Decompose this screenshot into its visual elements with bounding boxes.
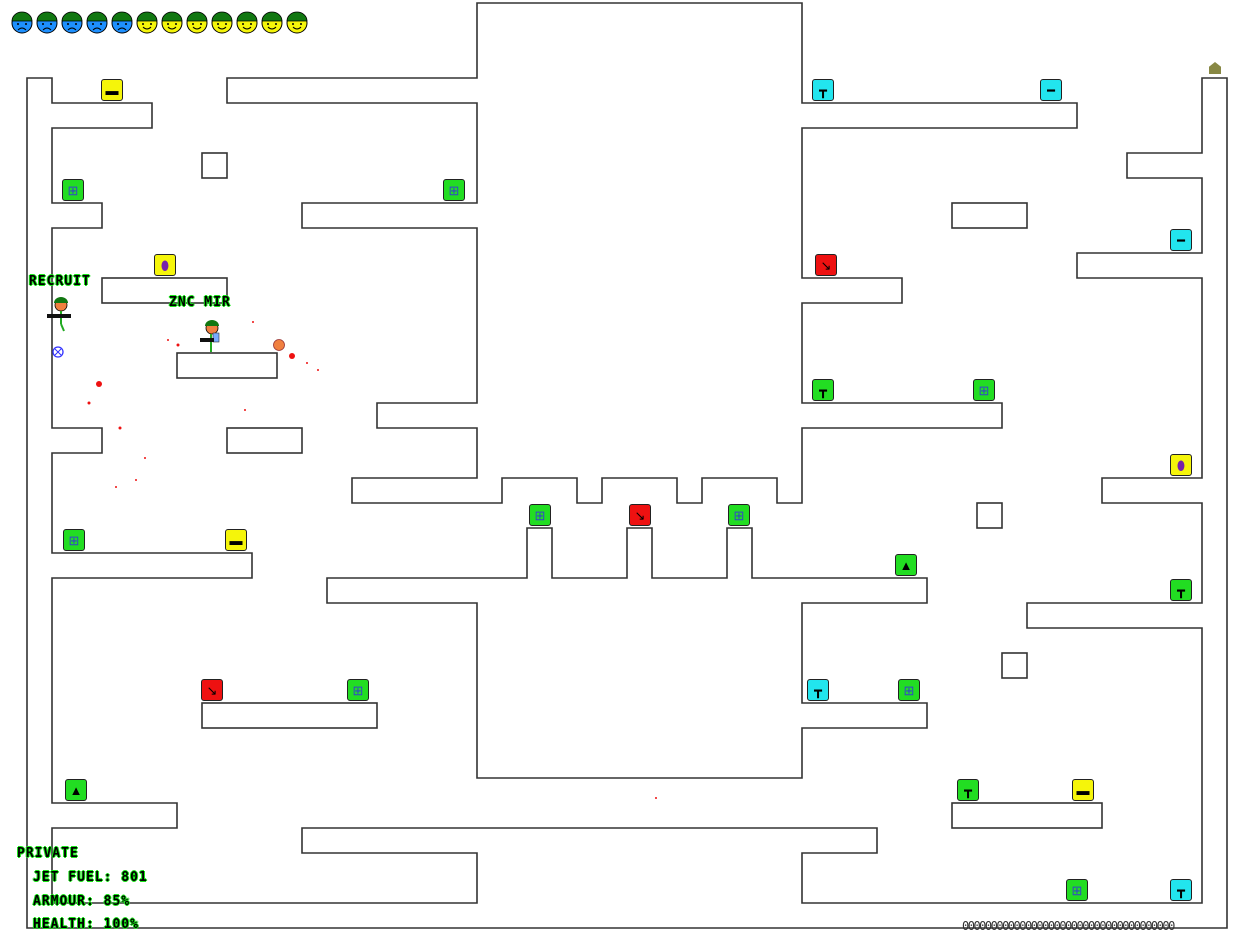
jet-pickup-icon: ⊞ [443,179,465,201]
yellow-team-head-icon [210,10,234,34]
smg-pickup-icon: ┳ [1170,879,1192,901]
hud-armour: ARMOUR: 85% [33,894,131,909]
platform [101,277,228,304]
jet-pickup-icon: ⊞ [973,379,995,401]
block [976,502,1003,529]
arrow-pickup-icon: ↘ [629,504,651,526]
grenade-pickup-icon: ⬮ [1170,454,1192,476]
blue-team-head-icon [110,10,134,34]
jet-pickup-icon: ⊞ [347,679,369,701]
left-wall [26,77,1228,929]
arrow-pickup-icon: ↘ [201,679,223,701]
yellow-team-head-icon [135,10,159,34]
yellow-team-head-icon [260,10,284,34]
player-name-tag: RECRUIT [29,274,91,289]
blood-splatter [87,321,657,799]
smg-pickup-icon: ┳ [807,679,829,701]
blue-team-head-icon [35,10,59,34]
hud-health: HEALTH: 100% [33,917,139,932]
platform [176,352,278,379]
grenade-projectile [273,339,285,351]
jet-pickup-icon: ⊞ [1066,879,1088,901]
player-soldier-enemy [200,320,220,352]
block [1001,652,1028,679]
sniper-pickup-icon: ▬ [1072,779,1094,801]
grenade-pickup-icon: ⬮ [154,254,176,276]
smg-pickup-icon: ┳ [957,779,979,801]
base-flag-icon [1209,62,1221,74]
blue-team-head-icon [10,10,34,34]
sniper-pickup-icon: ▬ [101,79,123,101]
player-name-tag: ZNC MIR [169,295,231,310]
platform [951,202,1028,229]
jet-pickup-icon: ⊞ [63,529,85,551]
arrow-pickup-icon: ↘ [815,254,837,276]
smg-pickup-icon: ┳ [1170,579,1192,601]
block [201,152,228,179]
central-upper-structure [226,2,1078,504]
helmet-pickup-icon: ▲ [895,554,917,576]
jet-pickup-icon: ⊞ [898,679,920,701]
platform [201,702,378,729]
blue-team-head-icon [60,10,84,34]
jet-pickup-icon: ⊞ [62,179,84,201]
smg-pickup-icon: ┳ [812,79,834,101]
player-soldier-recruit [47,297,71,332]
platform [951,802,1103,829]
helmet-pickup-icon: ▲ [65,779,87,801]
crosshair-icon [52,346,64,358]
yellow-team-head-icon [285,10,309,34]
blue-team-head-icon [85,10,109,34]
platform [226,427,303,454]
central-lower-structure [326,527,928,779]
jet-pickup-icon: ⊞ [529,504,551,526]
hud-rank: PRIVATE [17,846,79,861]
rifle-pickup-icon: ━ [1170,229,1192,251]
hud-jet-fuel: JET FUEL: 801 [33,870,148,885]
yellow-team-head-icon [185,10,209,34]
smg-pickup-icon: ┳ [812,379,834,401]
jet-pickup-icon: ⊞ [728,504,750,526]
team-score-heads [10,10,309,34]
sniper-pickup-icon: ▬ [225,529,247,551]
yellow-team-head-icon [235,10,259,34]
ammo-counter: 0000000000000000000000000000000000000 [962,919,1175,933]
yellow-team-head-icon [160,10,184,34]
rifle-pickup-icon: ━ [1040,79,1062,101]
